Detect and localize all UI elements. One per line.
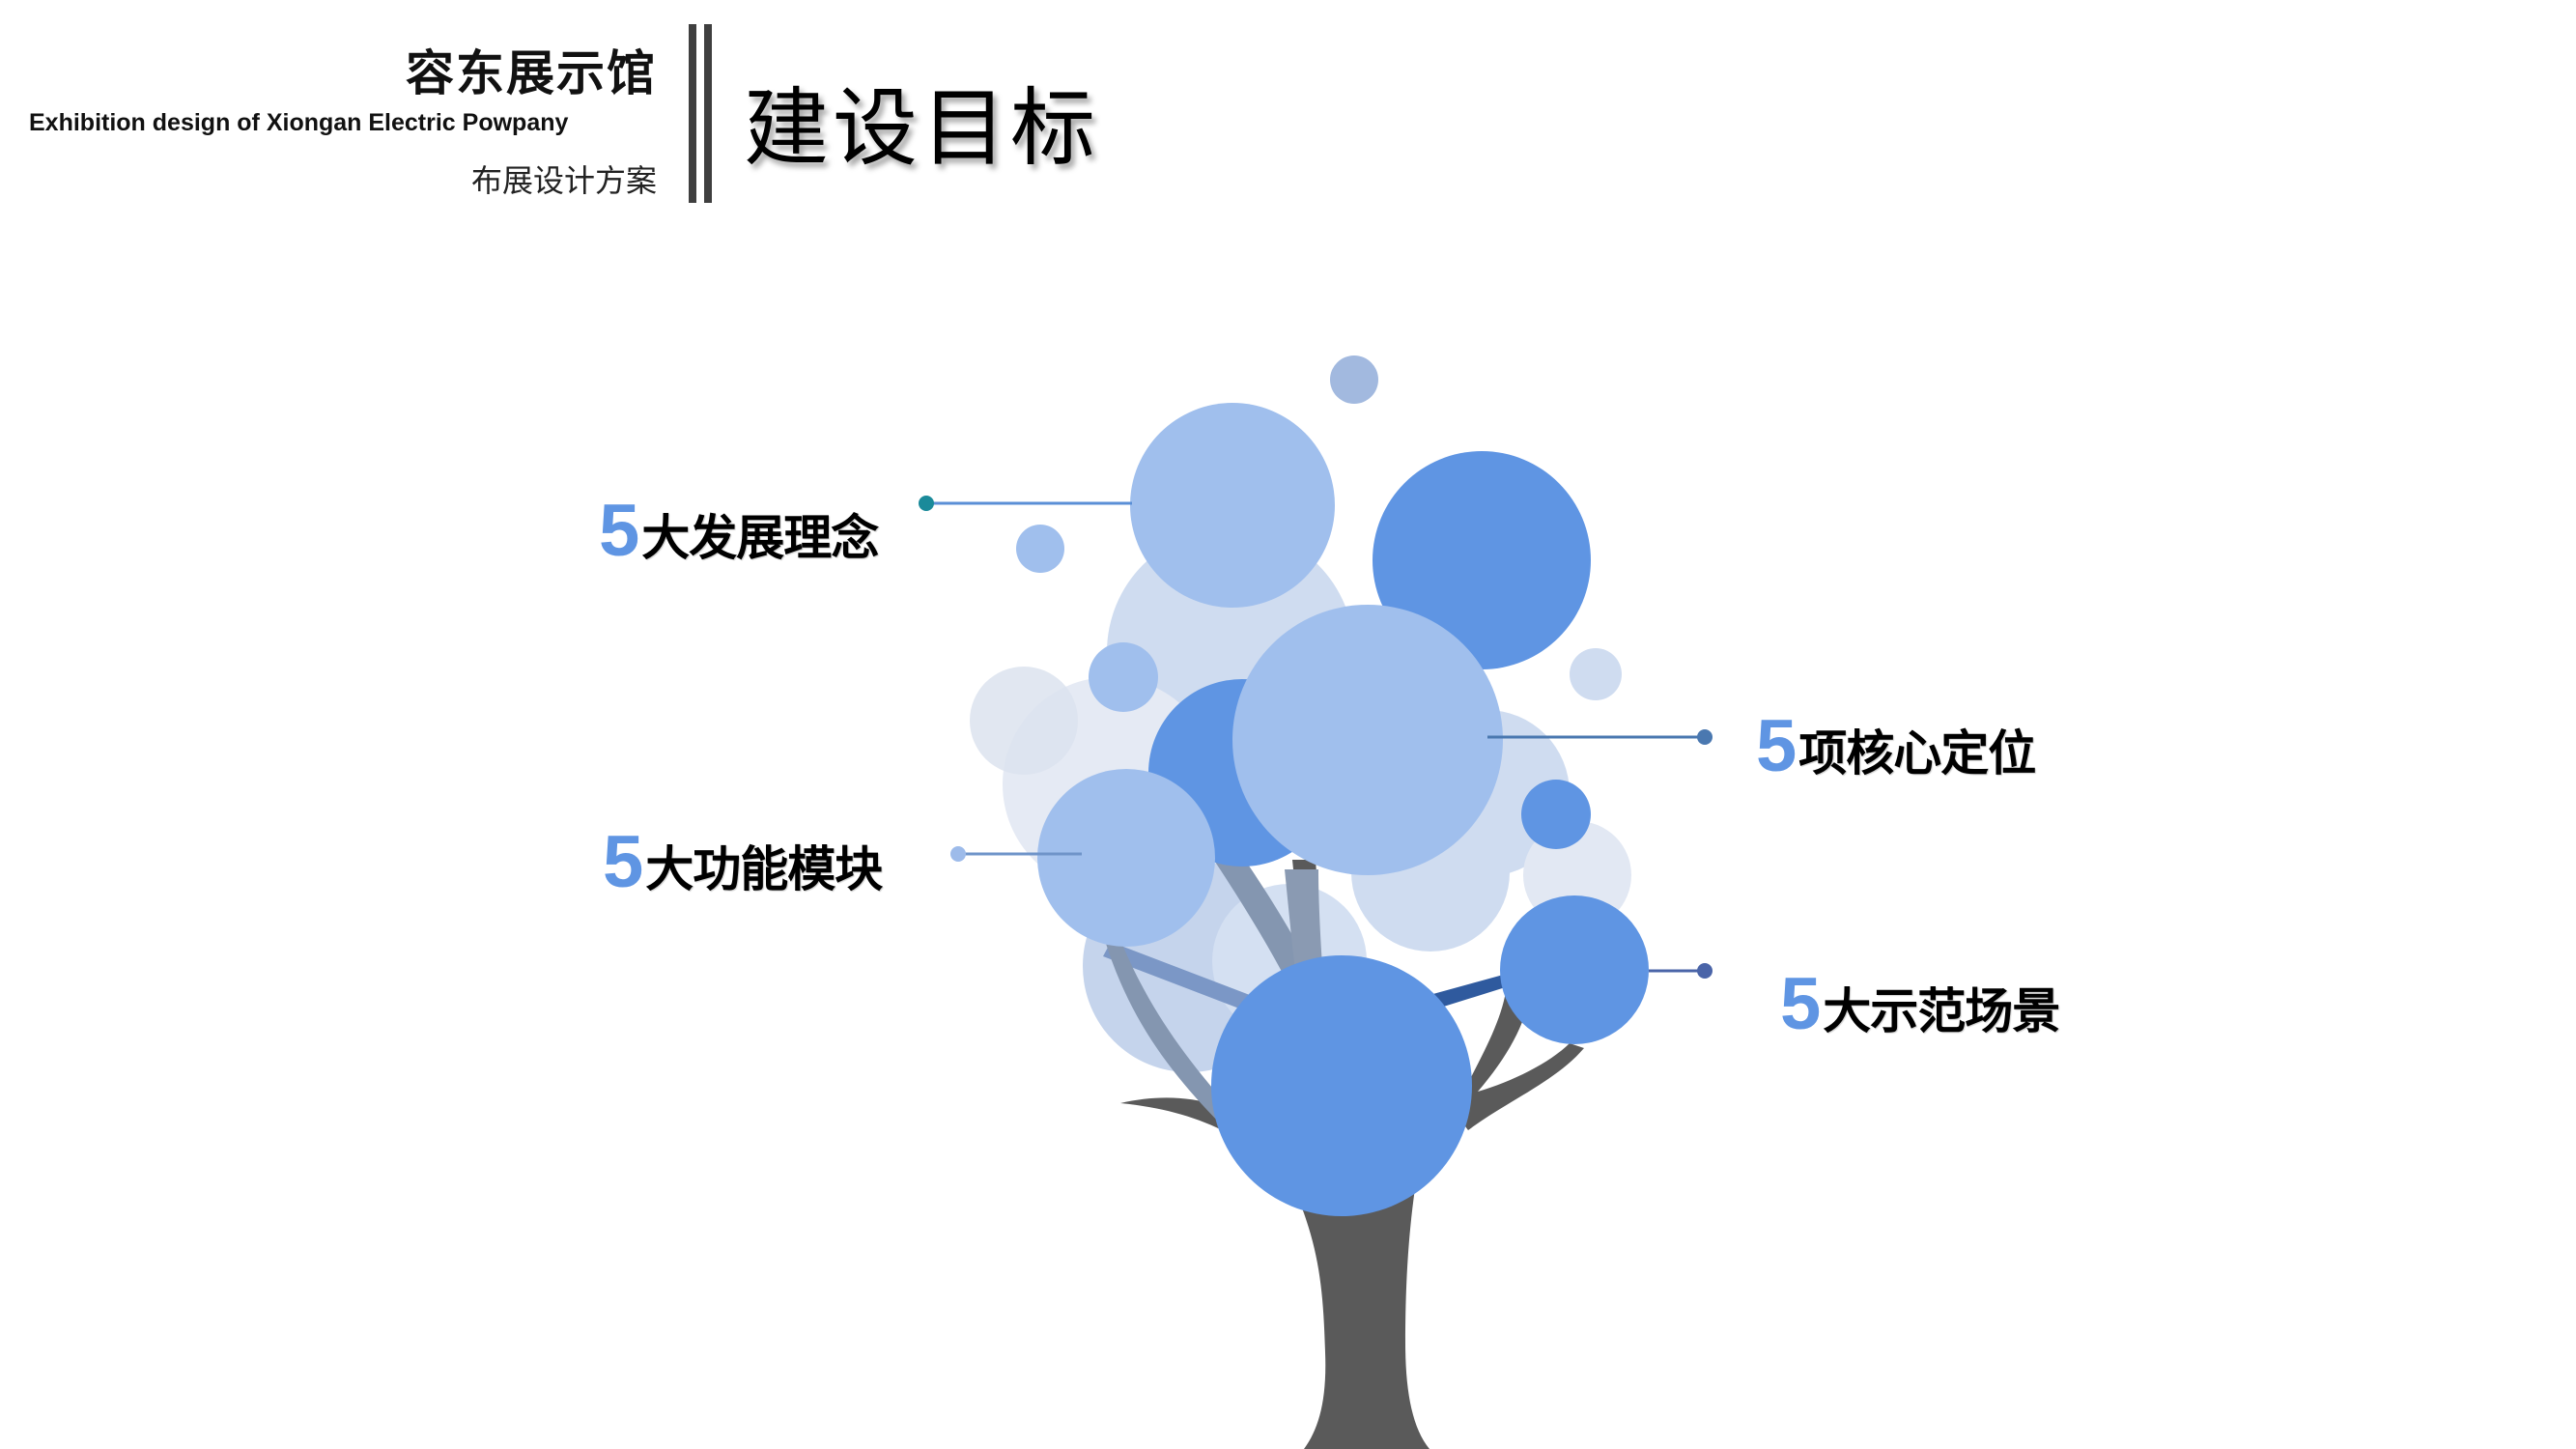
goal-text: 大示范场景: [1823, 983, 2060, 1039]
tree-trunk: [1294, 1188, 1430, 1449]
connector-dot-3: [950, 846, 966, 862]
page-title: 建设目标: [744, 78, 1100, 178]
goal-number: 5: [1780, 963, 1822, 1045]
goal-number: 5: [1756, 705, 1798, 787]
brand-title: 容东展示馆: [406, 45, 657, 101]
goal-text: 大发展理念: [641, 510, 879, 566]
brand-subtitle-en: Exhibition design of Xiongan Electric Po…: [29, 109, 569, 136]
goal-number: 5: [603, 821, 644, 903]
goal-label-core-positioning: 5 项核心定位: [1756, 705, 2036, 787]
goal-label-development-concepts: 5 大发展理念: [599, 490, 879, 572]
goal-text: 大功能模块: [645, 841, 883, 897]
connector-dot-1: [919, 496, 934, 511]
goal-number: 5: [599, 490, 640, 572]
goal-label-functional-modules: 5 大功能模块: [603, 821, 883, 903]
divider-bar-left: [689, 24, 696, 203]
goal-text: 项核心定位: [1798, 725, 2036, 781]
brand-subtitle-cn: 布展设计方案: [470, 162, 657, 199]
tree-branch-right: [1454, 985, 1584, 1130]
divider-bar-right: [704, 24, 712, 203]
connector-dot-4: [1697, 963, 1713, 979]
connector-dot-2: [1697, 729, 1713, 745]
tree-branch-blue: [1430, 974, 1512, 1009]
goal-label-demonstration-scenes: 5 大示范场景: [1780, 963, 2060, 1045]
